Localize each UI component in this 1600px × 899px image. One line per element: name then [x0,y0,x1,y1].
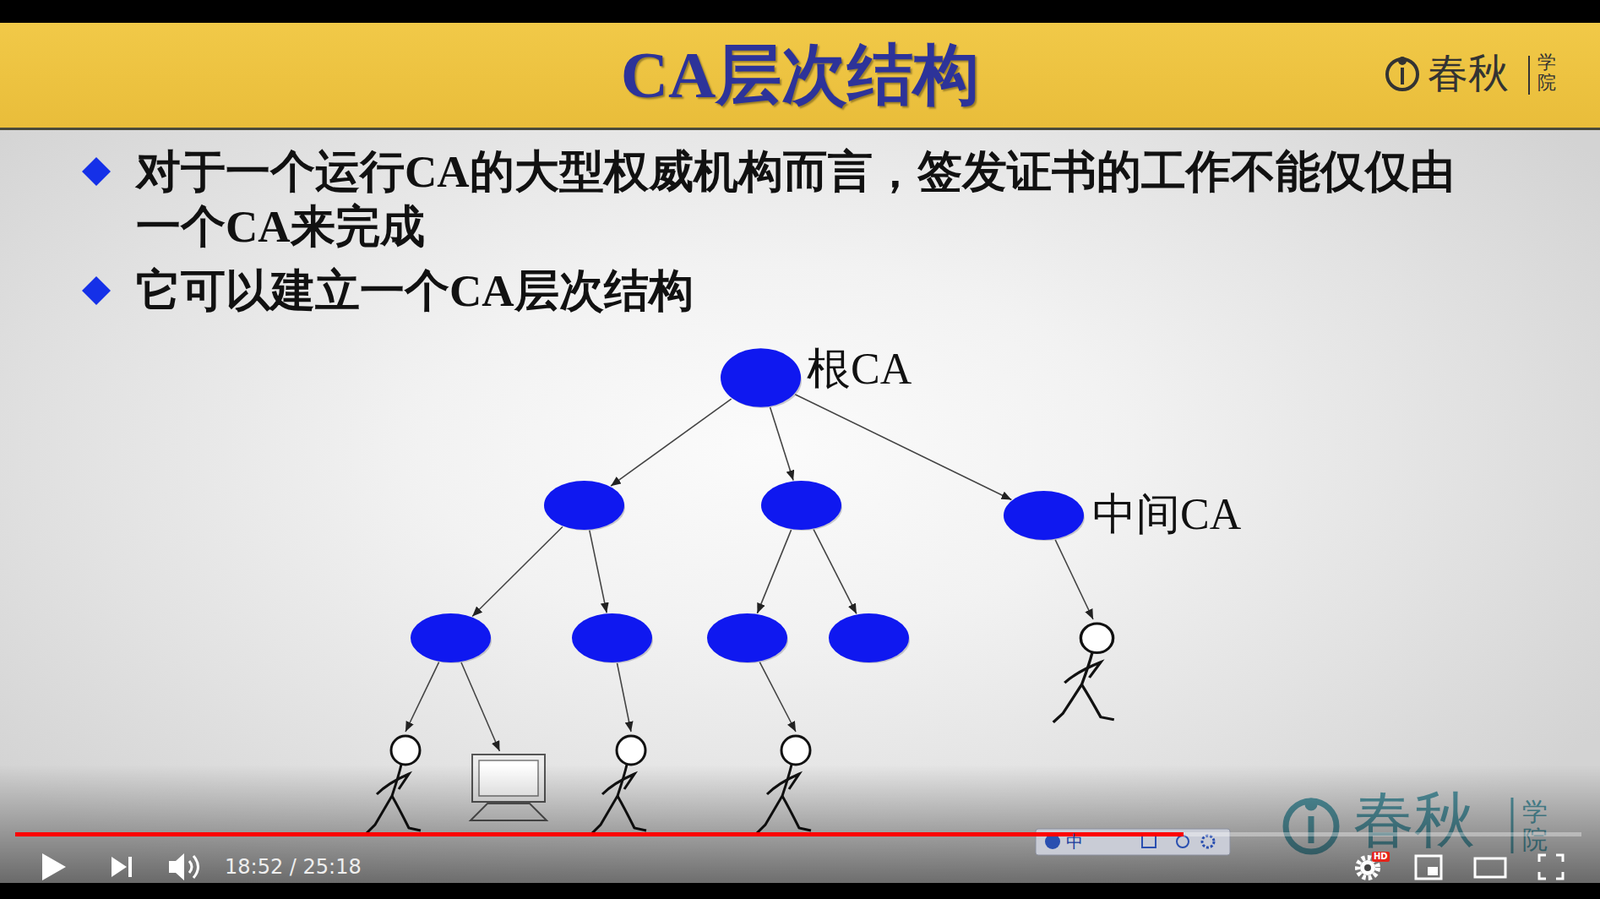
bullet-text: 对于一个运行CA的大型权威机构而言，签发证书的工作不能仅仅由一个CA来完成 [136,144,1478,255]
slide-title: CA层次结构 [0,22,1600,128]
ca-node [760,479,843,531]
fullscreen-icon [1539,854,1563,879]
logo-ring [1387,59,1418,90]
ca-ellipse [719,347,802,409]
ca-node [543,479,626,531]
ellipse-fill [720,348,801,408]
ellipse-fill [410,613,491,663]
speaker [168,853,185,881]
ca-node [571,612,654,664]
progress-played [15,832,1184,837]
hierarchy-arrow [770,407,795,481]
ca-ellipse [827,612,910,664]
play-icon [42,853,66,881]
logo-dot [1399,58,1405,64]
hierarchy-arrow [617,663,632,732]
hierarchy-arrow [472,527,563,617]
hierarchy-arrow [759,662,796,732]
ellipse-fill [571,613,653,663]
hd-badge: HD [1371,851,1390,862]
ca-ellipse [760,479,843,531]
person-head [1080,623,1113,654]
ca-label: 中间CA [1092,492,1241,537]
person-arm [1064,662,1101,683]
ca-node [706,612,789,664]
bullet-diamond [81,157,111,186]
ca-ellipse [543,479,626,531]
next-icon [111,856,132,877]
gear-body [1360,859,1376,876]
hierarchy-arrow [813,529,857,615]
person-leg [1082,684,1115,720]
ellipse-fill [544,480,625,530]
miniplayer-icon [1415,855,1442,879]
progress-track [15,832,1582,837]
person-head [391,735,420,765]
ellipse-fill [1003,490,1084,540]
mini-inner [1427,866,1438,876]
sound-waves [189,855,199,878]
gear-hole [1364,864,1372,871]
hierarchy-arrow [1055,539,1094,620]
control-shade [0,764,1600,883]
ca-ellipse [409,612,492,664]
ellipse-fill [707,613,788,663]
bottom-bar [0,882,1600,899]
ellipse-fill [761,480,842,530]
ime-icon [1142,835,1156,848]
ca-node [827,612,910,664]
logo-text: 春秋 [1427,52,1509,93]
person-body [1053,653,1093,723]
bullet-diamond [81,276,111,305]
ellipse-fill [828,613,909,663]
mini-frame [1415,855,1442,879]
time-display: 18:52 / 25:18 [224,854,362,879]
ca-label: 根CA [806,347,912,392]
ca-ellipse [1002,489,1085,541]
person-head [616,735,646,765]
hierarchy-arrow [589,530,607,614]
hierarchy-arrow [461,662,500,752]
hierarchy-arrow [756,529,791,614]
person-icon [1047,620,1124,733]
hierarchy-arrow [794,394,1012,501]
logo-separator [1528,55,1530,95]
ime-icon [1176,835,1189,848]
ca-node [409,612,492,664]
next-triangle [111,856,127,877]
bullet-diamonds [81,157,111,305]
person-head [781,735,811,765]
ca-ellipse [571,612,654,664]
ime-label: 中 [1066,832,1083,851]
logo-stroke [1400,67,1405,85]
hierarchy-arrow [405,662,440,732]
ime-icon [1202,835,1214,848]
ca-node: 中间CA [1002,489,1085,541]
volume-icon [168,853,199,881]
ca-node: 根CA [719,347,802,409]
ca-ellipse [706,612,789,664]
bullet-text: 它可以建立一个CA层次结构 [136,263,694,319]
person-figure [1047,620,1124,733]
next-bar [128,856,132,877]
theater-icon [1474,858,1506,877]
hierarchy-arrow [610,398,732,486]
logo-subtext: 学院 [1537,52,1557,93]
